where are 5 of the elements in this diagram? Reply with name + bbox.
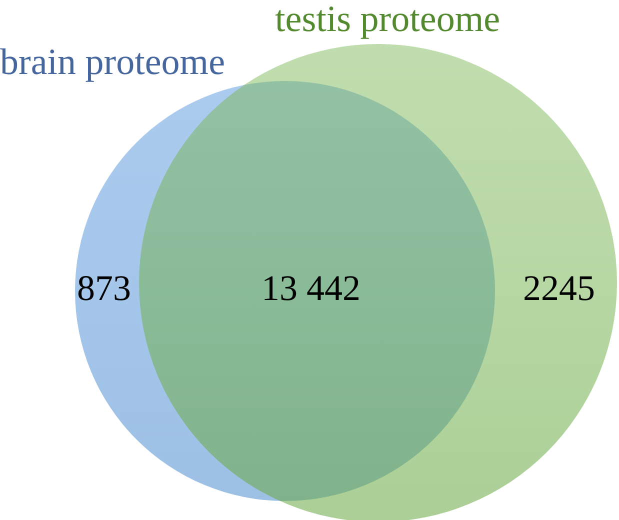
count-label: 2245	[523, 269, 595, 309]
overlap-count: 13 442	[262, 269, 360, 309]
set-label: brain proteome	[0, 43, 225, 84]
set-label: testis proteome	[275, 0, 500, 41]
count-label: 873	[77, 269, 131, 309]
